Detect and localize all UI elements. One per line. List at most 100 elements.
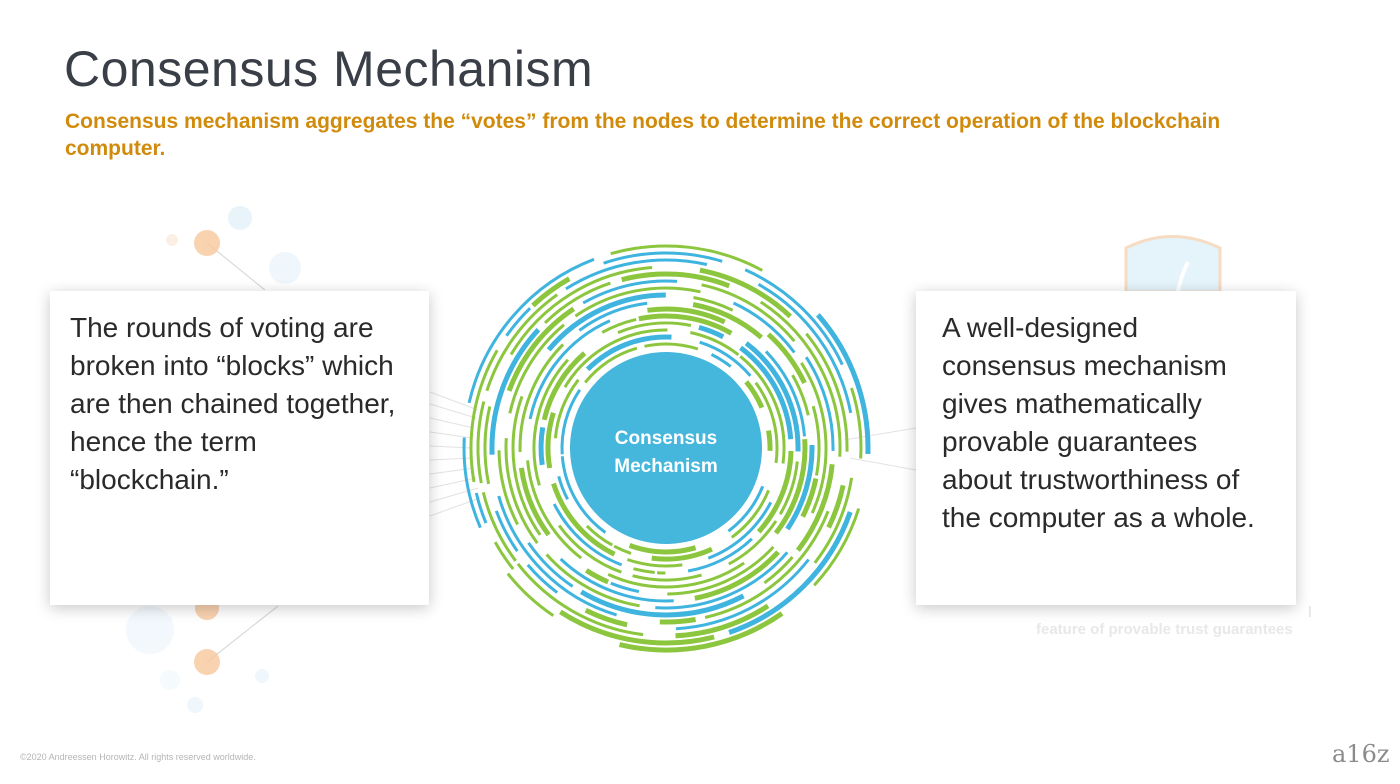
info-card-right: A well-designed consensus mechanism give… [916, 291, 1296, 605]
ring-arc [560, 456, 607, 534]
ring-arc [584, 346, 638, 384]
ring-arc [739, 355, 786, 464]
ring-arc [633, 567, 655, 574]
ring-arc [565, 258, 708, 291]
ring-arc [667, 545, 775, 596]
ring-arc [481, 491, 517, 562]
center-label-line1: Consensus [614, 428, 718, 449]
faded-node-cluster-left [126, 206, 301, 713]
ring-arc [826, 484, 846, 529]
ring-arc [546, 292, 666, 352]
ring-arc [675, 558, 810, 631]
node-link [206, 605, 279, 663]
ring-arc [727, 485, 765, 533]
ring-arc [603, 251, 723, 265]
ring-arc [754, 381, 779, 464]
center-circle [570, 352, 762, 544]
ring-arc [580, 589, 745, 618]
ring-arc [850, 387, 863, 459]
ring-arc [618, 611, 784, 653]
info-card-left-text: The rounds of voting are broken into “bl… [70, 312, 396, 495]
ring-arc [707, 501, 773, 560]
ring-arc [541, 351, 587, 421]
ring-arc [699, 340, 752, 377]
ring-arc [557, 524, 622, 574]
ring-arc [506, 572, 555, 617]
ring-arc [504, 438, 539, 544]
ring-arc [493, 541, 515, 571]
faded-shield-icon [1124, 235, 1222, 294]
ring-arc [553, 378, 580, 439]
info-card-right-text: A well-designed consensus mechanism give… [942, 312, 1255, 533]
ring-arc [698, 324, 725, 340]
ring-arc [584, 607, 628, 628]
ring-arc [559, 609, 715, 646]
ring-arc [638, 313, 733, 336]
ring-arc [732, 301, 796, 354]
center-circle-label: Consensus Mechanism [575, 425, 757, 481]
ring-arc [804, 356, 835, 451]
ring-arc [532, 358, 570, 486]
ring-arc [766, 332, 807, 384]
ring-arc [778, 461, 799, 515]
ring-arc [585, 334, 672, 372]
ring-arc [511, 395, 542, 536]
ring-arc [551, 482, 616, 557]
ring-arc [764, 350, 806, 437]
ring-arc [628, 543, 697, 555]
ring-arc [531, 276, 571, 308]
ring-arc [518, 467, 551, 537]
ring-arc [699, 267, 793, 319]
ring-arc [607, 561, 745, 589]
ring-arc [694, 550, 780, 601]
ring-arc [617, 321, 692, 334]
ring-arc [785, 444, 815, 531]
ring-arc [582, 279, 678, 305]
ring-arc [813, 508, 861, 587]
ring-arc [659, 617, 697, 625]
ring-arc [489, 328, 541, 455]
ring-arc [687, 537, 753, 573]
ring-arc [483, 406, 492, 485]
ring-arc [528, 319, 611, 420]
ring-arc [469, 349, 499, 483]
ring-arc [545, 411, 556, 469]
ring-arc [563, 328, 668, 388]
ring-arc [692, 302, 764, 340]
faded-caption-fragment: l [1307, 604, 1312, 621]
ring-arc [728, 520, 778, 566]
ring-arc [516, 562, 644, 637]
ring-arc [710, 353, 732, 368]
info-card-left: The rounds of voting are broken into “bl… [50, 291, 429, 605]
ring-arc [601, 317, 637, 334]
ring-arc [800, 362, 828, 514]
ring-arc [800, 477, 819, 518]
ring-arc [476, 401, 486, 484]
ring-arc [610, 244, 764, 272]
ring-arc [744, 380, 765, 409]
ring-arc [704, 510, 830, 619]
footer-copyright: ©2020 Andreessen Horowitz. All rights re… [20, 752, 256, 762]
ring-arc [744, 341, 801, 452]
faded-caption-text: feature of provable trust guarantees [1036, 621, 1293, 638]
ring-arc [509, 266, 653, 356]
ring-arc [744, 268, 844, 366]
ring-arc [526, 460, 583, 560]
ring-arc [632, 573, 703, 582]
center-label-line2: Mechanism [614, 456, 718, 477]
ring-arc [763, 556, 794, 585]
ring-arc [543, 281, 611, 324]
ring-arc [506, 306, 576, 392]
ring-arc [689, 331, 740, 356]
a16z-logo: a16z [1332, 740, 1390, 768]
ring-arc [508, 323, 565, 414]
ring-arc [527, 541, 574, 588]
ring-arc [610, 581, 640, 593]
faded-node [194, 230, 220, 256]
ring-arc [497, 450, 519, 526]
ring-arc [559, 557, 674, 603]
ring-arc [701, 283, 796, 343]
ring-arc [585, 524, 614, 547]
ring-arc [545, 553, 640, 608]
ring-arc [795, 463, 835, 552]
